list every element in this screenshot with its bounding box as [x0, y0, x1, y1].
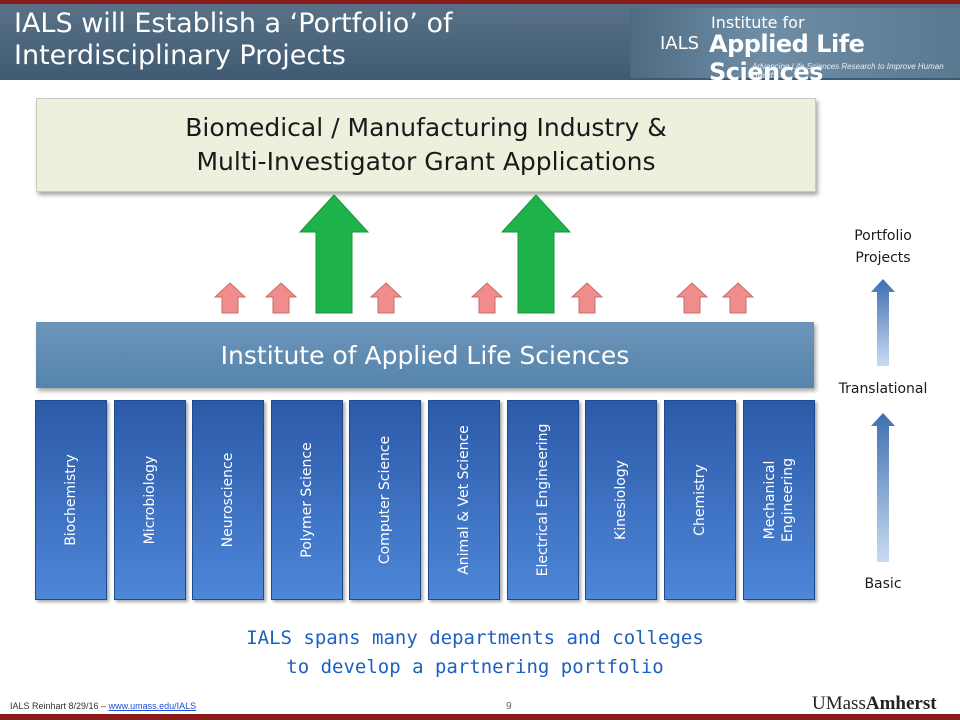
scale-top-line2: Projects: [855, 250, 911, 266]
scale-arrow-lower: [871, 413, 895, 562]
dept-label: Polymer Science: [299, 442, 315, 558]
industry-line1: Biomedical / Manufacturing Industry &: [185, 113, 667, 142]
logo-line2: Applied Life Sciences: [709, 30, 865, 86]
small-arrow-3: [369, 282, 403, 314]
industry-line2: Multi-Investigator Grant Applications: [196, 147, 656, 176]
big-arrow-left: [298, 194, 370, 314]
small-arrow-7: [721, 282, 755, 314]
scale-middle-label: Translational: [838, 381, 928, 397]
logo-tagline: Advancing Life Sciences Research to Impr…: [752, 62, 944, 80]
dept-label: Microbiology: [142, 455, 158, 545]
footer-credit: IALS Reinhart 8/29/16 – www.umass.edu/IA…: [10, 701, 196, 711]
dept-label-line2: Engineering: [780, 458, 796, 542]
scale-bottom-label: Basic: [864, 576, 902, 592]
small-arrow-4: [470, 282, 504, 314]
logo-abbrev: IALS: [660, 33, 700, 54]
footer-link[interactable]: www.umass.edu/IALS: [108, 701, 197, 711]
caption-line2: to develop a partnering portfolio: [286, 656, 664, 678]
slide-title: IALS will Establish a ‘Portfolio’ of Int…: [14, 8, 614, 72]
dept-electrical-engineering: Electrical Engineering: [507, 400, 579, 600]
logo-line1: Institute for: [711, 13, 805, 32]
institute-label: Institute of Applied Life Sciences: [220, 340, 630, 370]
dept-label: Electrical Engineering: [535, 423, 551, 577]
big-arrow-right: [500, 194, 572, 314]
scale-top-label: Portfolio Projects: [826, 225, 940, 269]
dept-label: Chemistry: [692, 464, 708, 536]
caption-line1: IALS spans many departments and colleges: [246, 627, 704, 649]
industry-text: Biomedical / Manufacturing Industry & Mu…: [185, 111, 667, 179]
dept-chemistry: Chemistry: [664, 400, 736, 600]
slide-title-line2: Interdisciplinary Projects: [14, 40, 346, 71]
industry-box: Biomedical / Manufacturing Industry & Mu…: [36, 98, 816, 192]
dept-label: Kinesiology: [613, 460, 629, 540]
dept-polymer-science: Polymer Science: [271, 400, 343, 600]
dept-biochemistry: Biochemistry: [35, 400, 107, 600]
ials-logo: [630, 8, 960, 78]
dept-animal-vet-science: Animal & Vet Science: [428, 400, 500, 600]
caption: IALS spans many departments and colleges…: [180, 624, 770, 682]
small-arrow-5: [570, 282, 604, 314]
footer-accent-line: [0, 714, 960, 720]
page-number: 9: [506, 701, 512, 712]
dept-microbiology: Microbiology: [114, 400, 186, 600]
umass-logo-regular: UMass: [812, 693, 866, 714]
dept-label: Biochemistry: [63, 454, 79, 546]
footer-credit-text: IALS Reinhart 8/29/16 –: [10, 701, 109, 711]
umass-amherst-logo: UMassAmherst: [812, 693, 937, 715]
header-accent-line: [0, 0, 960, 4]
dept-label: Computer Science: [377, 435, 393, 565]
umass-logo-bold: Amherst: [865, 693, 937, 714]
institute-bar: Institute of Applied Life Sciences: [36, 322, 814, 388]
small-arrow-6: [675, 282, 709, 314]
small-arrow-1: [213, 282, 247, 314]
slide-title-line1: IALS will Establish a ‘Portfolio’ of: [14, 8, 453, 39]
dept-label: Animal & Vet Science: [456, 425, 472, 575]
scale-top-line1: Portfolio: [854, 228, 912, 244]
dept-neuroscience: Neuroscience: [192, 400, 264, 600]
dept-label: Neuroscience: [220, 452, 236, 548]
dept-kinesiology: Kinesiology: [585, 400, 657, 600]
small-arrow-2: [264, 282, 298, 314]
dept-computer-science: Computer Science: [349, 400, 421, 600]
dept-label-line1: Mechanical: [762, 460, 778, 540]
scale-arrow-upper: [871, 279, 895, 366]
